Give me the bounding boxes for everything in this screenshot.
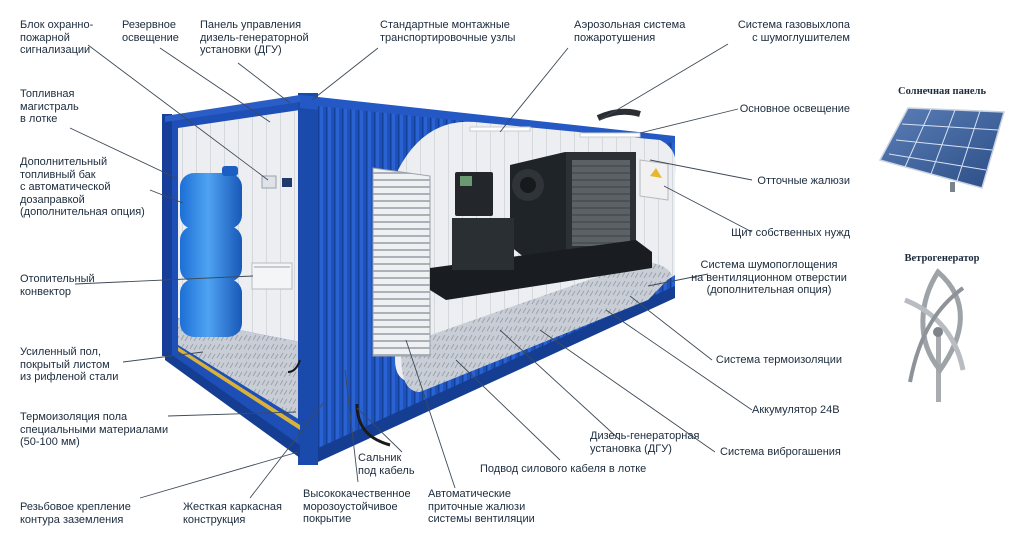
label-rigid-frame: Жесткая каркасная конструкция — [183, 501, 282, 526]
label-extra-fuel-tank: Дополнительный топливный бак с автоматич… — [20, 156, 145, 218]
label-diesel-generator: Дизель-генераторная установка (ДГУ) — [590, 430, 700, 455]
label-mounting-nodes: Стандартные монтажные транспортировочные… — [380, 19, 516, 44]
label-aerosol-fire-system: Аэрозольная система пожаротушения — [574, 19, 686, 44]
wind-generator — [904, 268, 966, 402]
solar-panel-title: Солнечная панель — [897, 86, 986, 97]
label-intake-louvers: Автоматические приточные жалюзи системы … — [428, 488, 535, 525]
label-fuel-line: Топливная магистраль в лотке — [20, 88, 79, 125]
diesel-generator — [430, 152, 652, 300]
label-main-lighting: Основное освещение — [739, 103, 850, 115]
label-noise-absorption: Система шумопоглощения на вентиляционном… — [691, 259, 847, 296]
label-frost-resistant-coating: Высококачественное морозоустойчивое покр… — [303, 488, 411, 525]
fuel-tanks — [180, 166, 242, 337]
label-thermal-insulation: Система термоизоляции — [715, 354, 842, 366]
label-grounding-mount: Резьбовое крепление контура заземления — [20, 501, 131, 526]
aux-panel-box — [639, 159, 669, 201]
label-exhaust-system: Система газовыхлопа с шумоглушителем — [737, 19, 850, 44]
label-cable-gland: Сальник под кабель — [358, 452, 415, 477]
label-aux-switchboard: Щит собственных нужд — [731, 227, 850, 239]
leader-lines — [69, 43, 753, 499]
main-floor — [401, 262, 672, 392]
intake-louvers — [372, 167, 431, 357]
label-heating-convector: Отопительный конвектор — [20, 273, 95, 298]
container-body — [162, 93, 676, 465]
wind-generator-title: Ветрогенератор — [904, 253, 980, 264]
left-floor — [178, 318, 300, 420]
label-vibration-damping: Система виброгашения — [720, 446, 841, 458]
solar-panel — [878, 107, 1005, 192]
label-power-cable-supply: Подвод силового кабеля в лотке — [480, 463, 647, 475]
label-fire-alarm: Блок охранно- пожарной сигнализации — [20, 19, 94, 56]
corner-post — [298, 93, 318, 465]
label-reinforced-floor: Усиленный пол, покрытый листом из рифлен… — [20, 346, 119, 383]
label-backup-lighting: Резервное освещение — [122, 19, 179, 44]
label-floor-insulation: Термоизоляция пола специальными материал… — [20, 411, 169, 448]
label-exhaust-louvers: Отточные жалюзи — [757, 175, 850, 187]
label-battery: Аккумулятор 24В — [752, 404, 840, 416]
label-dgu-control-panel: Панель управления дизель-генераторной ус… — [200, 19, 309, 56]
